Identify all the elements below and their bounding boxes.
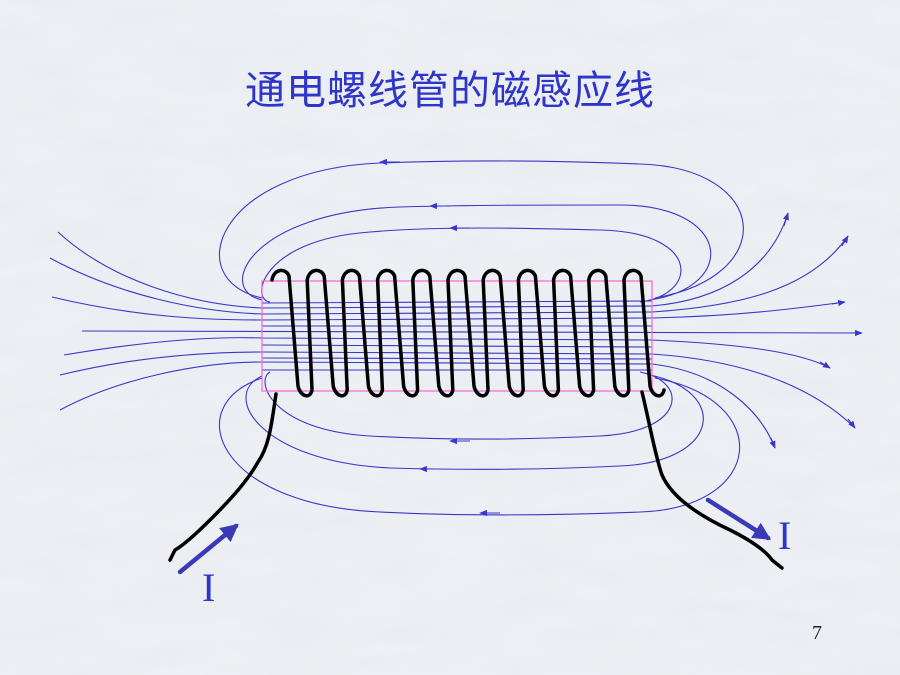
lead-wire-left — [168, 392, 278, 562]
arrow-end-7 — [769, 437, 776, 449]
current-arrows — [177, 497, 772, 575]
solenoid-core-box — [261, 280, 653, 392]
field-line-loop-top-1 — [261, 227, 682, 303]
field-line-loop-bottom-2 — [245, 374, 704, 470]
magnetic-field-lines — [49, 160, 863, 516]
current-label-right: I — [778, 513, 792, 558]
coil-winding — [270, 268, 666, 398]
arrow-end-3 — [831, 300, 846, 307]
arrow-end-2 — [841, 235, 849, 247]
field-line-open-4 — [81, 330, 863, 334]
lead-wire-right — [640, 390, 784, 570]
current-arrow-left — [177, 523, 239, 575]
field-line-loop-bottom-1 — [264, 371, 673, 440]
current-label-left: I — [202, 565, 216, 610]
current-arrow-right — [705, 497, 772, 541]
arrow-end-1 — [783, 212, 789, 227]
slide-title: 通电螺线管的磁感应线 — [245, 68, 655, 114]
field-line-loop-top-3 — [218, 160, 744, 299]
field-line-core-2 — [261, 344, 653, 348]
lead-wires — [168, 390, 784, 570]
field-direction-arrows — [379, 158, 863, 517]
arrow-end-6 — [847, 418, 856, 429]
field-line-loop-bottom-3 — [219, 377, 741, 516]
field-line-core-4 — [261, 300, 653, 304]
field-line-core-3 — [261, 357, 653, 360]
page-number: 7 — [812, 622, 822, 644]
field-line-loop-top-2 — [242, 204, 712, 301]
solenoid-coil — [270, 268, 666, 398]
arrow-end-5 — [819, 361, 831, 369]
